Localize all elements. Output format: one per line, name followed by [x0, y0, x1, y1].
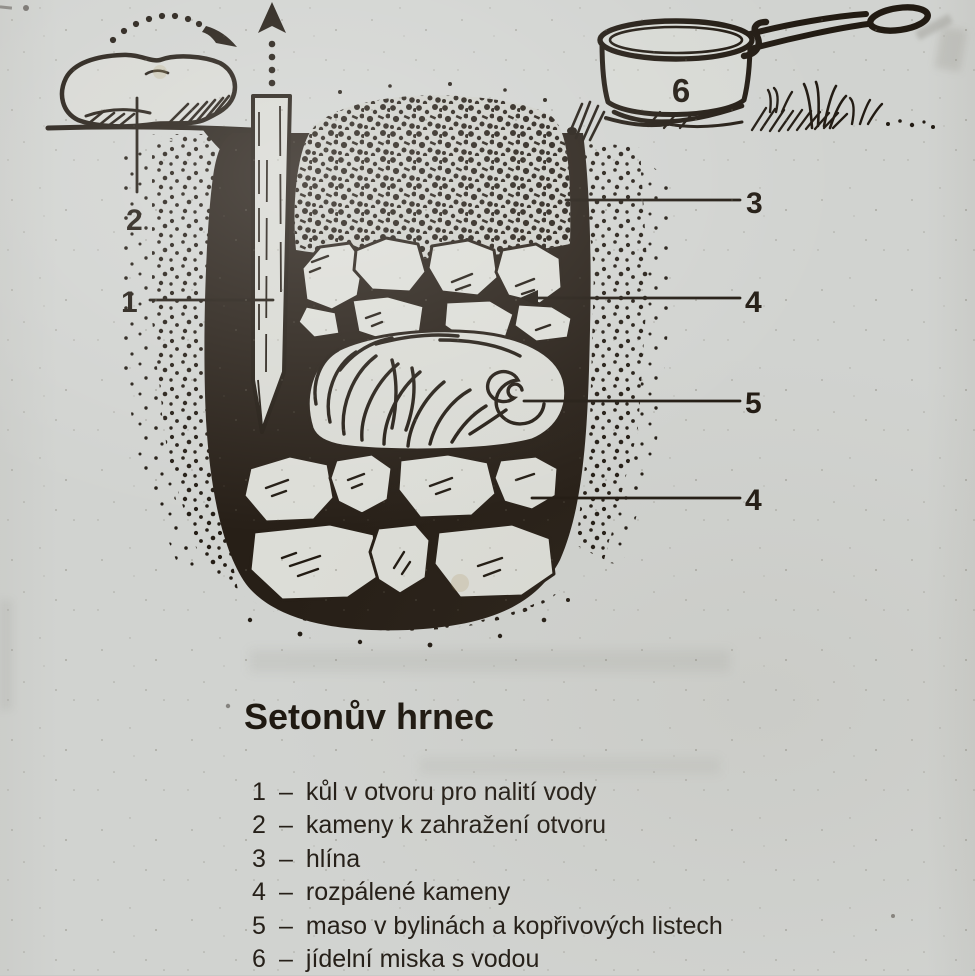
legend-item-dash: – [279, 945, 293, 974]
legend-item-label: rozpálené kameny [305, 878, 511, 907]
legend-item: 3 – hlína [252, 843, 723, 876]
legend-item-label: kůl v otvoru pro nalití vody [305, 778, 597, 806]
legend-item-number: 5 [252, 911, 266, 940]
legend-item-number: 2 [252, 811, 266, 840]
legend-item-dash: – [279, 811, 293, 840]
legend-item-label: hlína [305, 844, 361, 873]
legend-item: 2 – kameny k zahražení otvoru [252, 809, 723, 842]
legend-item: 6 – jídelní miska s vodou [252, 943, 723, 976]
legend-item-number: 6 [252, 945, 266, 974]
legend-item-dash: – [279, 844, 293, 873]
legend-item-number: 4 [252, 878, 266, 907]
legend-item-dash: – [279, 878, 293, 907]
legend-item-label: maso v bylinách a kopřivových listech [305, 911, 723, 940]
legend-item-label: jídelní miska s vodou [305, 945, 540, 974]
legend-item-number: 3 [252, 844, 266, 873]
legend-item: 4 – rozpálené kameny [252, 876, 723, 909]
legend-item-dash: – [279, 778, 293, 806]
legend: 1 – kůl v otvoru pro nalití vody 2 – kam… [252, 776, 723, 976]
legend-item: 5 – maso v bylinách a kopřivových listec… [252, 910, 723, 943]
legend-item-number: 1 [252, 778, 266, 806]
legend-item: 1 – kůl v otvoru pro nalití vody [252, 776, 723, 809]
diagram-title: Setonův hrnec [244, 696, 495, 737]
legend-item-dash: – [279, 911, 293, 940]
legend-item-label: kameny k zahražení otvoru [305, 811, 607, 840]
